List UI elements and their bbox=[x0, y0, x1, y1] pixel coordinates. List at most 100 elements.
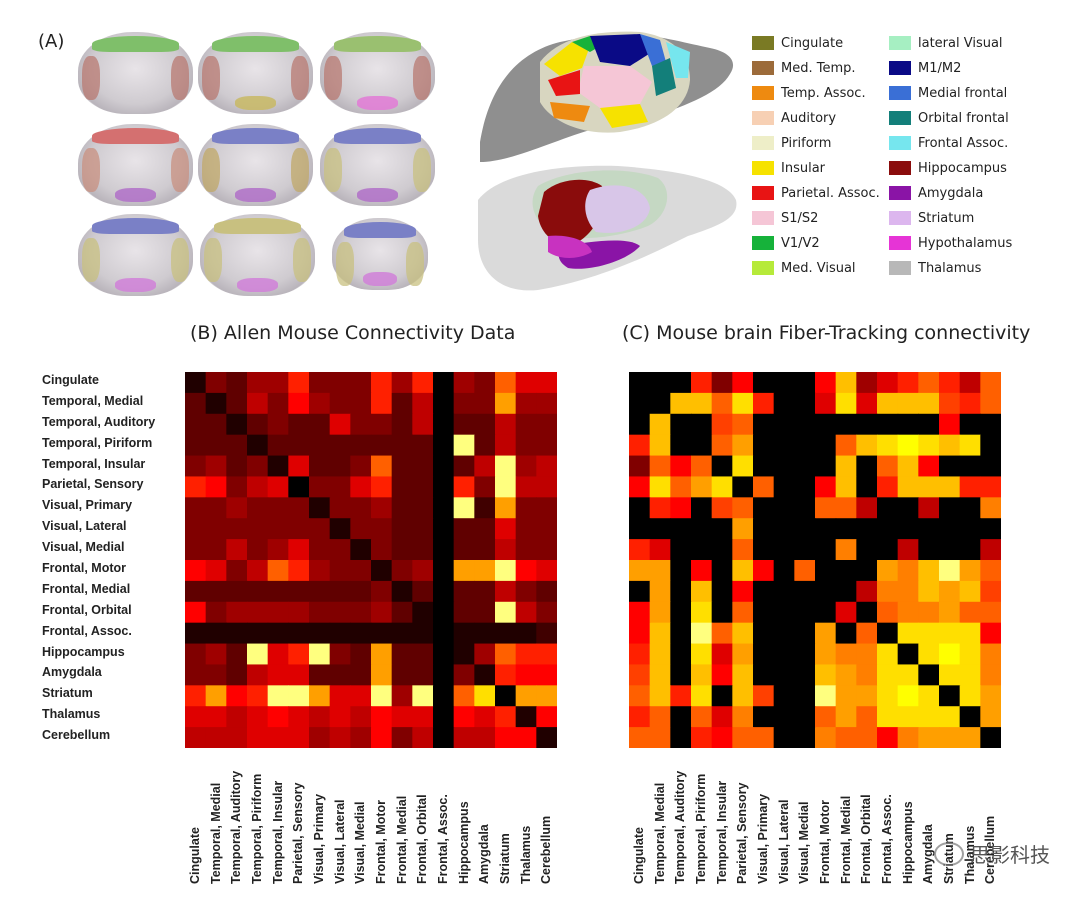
heatmap-c-cell bbox=[691, 372, 713, 394]
heatmap-c-cell bbox=[939, 497, 961, 519]
heatmap-b-column-label: Temporal, Medial bbox=[208, 782, 223, 884]
heatmap-c-cell bbox=[732, 727, 754, 748]
heatmap-c-cell bbox=[691, 685, 713, 707]
heatmap-c-cell bbox=[918, 727, 940, 748]
heatmap-c-cell bbox=[732, 455, 754, 478]
heatmap-b-cell bbox=[267, 392, 289, 415]
heatmap-b-cell bbox=[267, 643, 289, 666]
heatmap-c-cell bbox=[918, 601, 940, 624]
heatmap-c-cell bbox=[959, 392, 981, 415]
legend-swatch bbox=[889, 186, 911, 200]
heatmap-c-cell bbox=[753, 601, 775, 624]
heatmap-b-column-label: Visual, Lateral bbox=[332, 799, 347, 884]
heatmap-c-cell bbox=[773, 392, 795, 415]
heatmap-c-cell bbox=[856, 497, 878, 519]
heatmap-b-cell bbox=[371, 706, 393, 728]
legend-item: Insular bbox=[752, 159, 825, 177]
heatmap-b-cell bbox=[350, 413, 372, 436]
heatmap-c-column-label: Frontal, Assoc. bbox=[880, 794, 894, 884]
heatmap-b-cell bbox=[329, 664, 351, 686]
heatmap-c-cell bbox=[959, 727, 981, 748]
heatmap-c-cell bbox=[856, 580, 878, 603]
heatmap-c-cell bbox=[629, 497, 651, 519]
heatmap-b-cell bbox=[433, 455, 455, 478]
heatmap-b-cell bbox=[474, 476, 496, 498]
heatmap-c-cell bbox=[753, 622, 775, 645]
legend-item: Striatum bbox=[889, 209, 974, 227]
heatmap-b-cell bbox=[205, 706, 227, 728]
heatmap-b-cell bbox=[433, 685, 455, 707]
legend-label: S1/S2 bbox=[781, 210, 819, 226]
heatmap-c-cell bbox=[815, 560, 837, 582]
heatmap-b-cell bbox=[453, 476, 475, 498]
heatmap-c-cell bbox=[980, 706, 1001, 728]
heatmap-c-cell bbox=[939, 476, 961, 498]
heatmap-b-cell bbox=[536, 518, 557, 540]
heatmap-c-column-label: Cingulate bbox=[632, 827, 646, 884]
heatmap-c-cell bbox=[629, 664, 651, 686]
legend-item: Auditory bbox=[752, 109, 836, 127]
heatmap-c-cell bbox=[753, 664, 775, 686]
heatmap-c-cell bbox=[877, 560, 899, 582]
heatmap-c-cell bbox=[856, 643, 878, 666]
heatmap-b-cell bbox=[433, 539, 455, 561]
heatmap-c-cell bbox=[835, 601, 857, 624]
heatmap-b-cell bbox=[247, 539, 269, 561]
heatmap-b-cell bbox=[267, 413, 289, 436]
heatmap-c-cell bbox=[980, 539, 1001, 561]
heatmap-c-cell bbox=[959, 413, 981, 436]
heatmap-c-cell bbox=[815, 580, 837, 603]
heatmap-b-cell bbox=[453, 706, 475, 728]
heatmap-c-cell bbox=[815, 727, 837, 748]
heatmap-c-cell bbox=[732, 685, 754, 707]
heatmap-b-cell bbox=[453, 497, 475, 519]
heatmap-c-cell bbox=[670, 518, 692, 540]
heatmap-c-cell bbox=[773, 643, 795, 666]
heatmap-b-cell bbox=[391, 476, 413, 498]
heatmap-c-fiber-tracking bbox=[629, 372, 1001, 748]
heatmap-b-column-label: Visual, Medial bbox=[353, 801, 368, 884]
legend-item: V1/V2 bbox=[752, 234, 820, 252]
heatmap-c-cell bbox=[773, 622, 795, 645]
heatmap-b-cell bbox=[205, 518, 227, 540]
heatmap-b-cell bbox=[247, 455, 269, 478]
heatmap-c-cell bbox=[856, 560, 878, 582]
heatmap-b-cell bbox=[309, 560, 331, 582]
heatmap-b-cell bbox=[536, 727, 557, 748]
heatmap-b-cell bbox=[412, 476, 434, 498]
heatmap-c-cell bbox=[877, 497, 899, 519]
heatmap-b-cell bbox=[536, 434, 557, 457]
heatmap-b-cell bbox=[391, 706, 413, 728]
heatmap-b-cell bbox=[453, 413, 475, 436]
heatmap-c-column-label: Parietal, Sensory bbox=[735, 782, 750, 884]
heatmap-b-cell bbox=[205, 476, 227, 498]
heatmap-c-cell bbox=[691, 413, 713, 436]
heatmap-c-cell bbox=[918, 434, 940, 457]
heatmap-b-column-label: Temporal, Insular bbox=[270, 780, 285, 884]
heatmap-c-cell bbox=[856, 413, 878, 436]
row-label: Temporal, Insular bbox=[42, 456, 146, 471]
heatmap-c-column-label: Visual, Lateral bbox=[776, 799, 791, 884]
heatmap-b-cell bbox=[288, 706, 310, 728]
heatmap-b-cell bbox=[371, 392, 393, 415]
heatmap-c-cell bbox=[670, 685, 692, 707]
heatmap-c-cell bbox=[856, 601, 878, 624]
heatmap-b-cell bbox=[247, 580, 269, 603]
legend-item: Thalamus bbox=[889, 259, 981, 277]
heatmap-c-cell bbox=[815, 685, 837, 707]
heatmap-c-cell bbox=[959, 706, 981, 728]
heatmap-c-cell bbox=[897, 455, 919, 478]
heatmap-c-cell bbox=[732, 497, 754, 519]
heatmap-b-cell bbox=[329, 518, 351, 540]
heatmap-c-cell bbox=[959, 601, 981, 624]
heatmap-c-cell bbox=[815, 476, 837, 498]
heatmap-c-cell bbox=[711, 413, 733, 436]
heatmap-c-cell bbox=[753, 413, 775, 436]
heatmap-b-cell bbox=[536, 372, 557, 394]
legend-label: Striatum bbox=[918, 210, 975, 226]
heatmap-c-cell bbox=[773, 497, 795, 519]
heatmap-b-cell bbox=[288, 643, 310, 666]
heatmap-b-cell bbox=[185, 413, 207, 436]
heatmap-b-cell bbox=[474, 664, 496, 686]
